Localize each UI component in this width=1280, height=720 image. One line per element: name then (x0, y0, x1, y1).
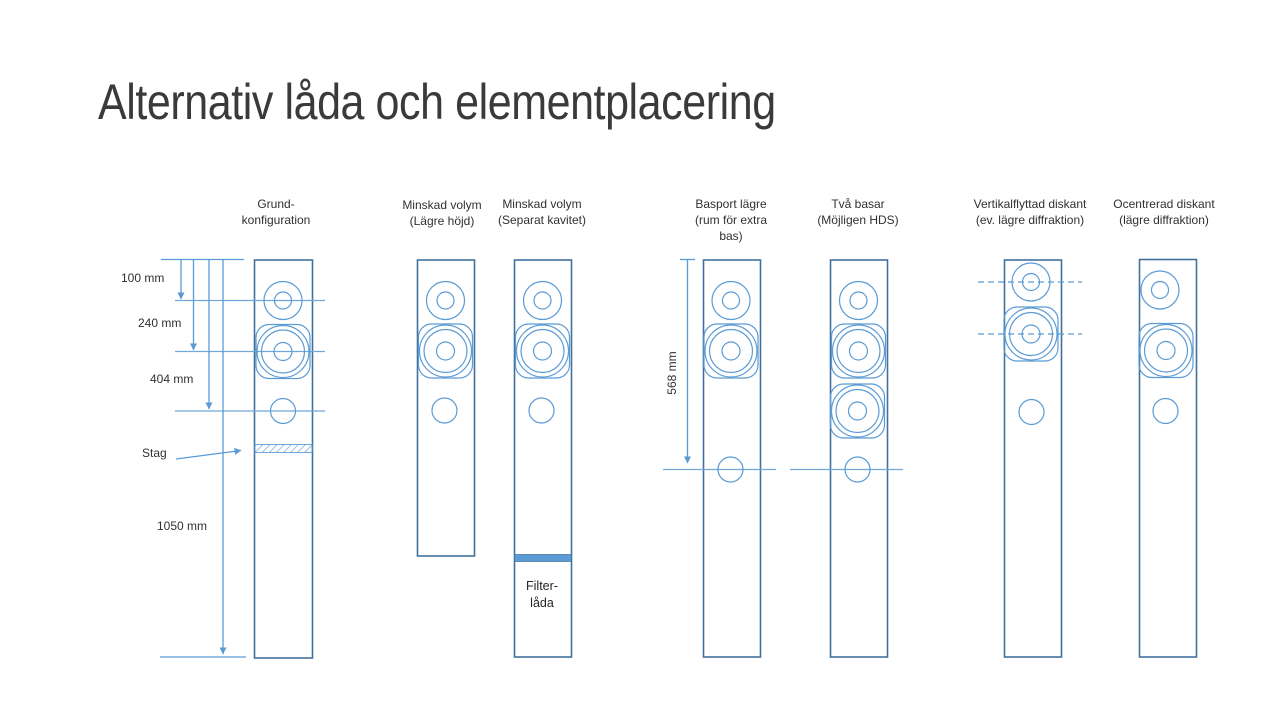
caption-grund-konfiguration: Grund- konfiguration (241, 197, 311, 227)
dimension-label-1050mm: 1050 mm (157, 519, 208, 533)
caption-tva-basar: Två basar (Möjligen HDS) (817, 197, 899, 227)
filter-divider-bar (514, 554, 572, 562)
cabinet-outline (416, 259, 476, 557)
caption-minskad-volym-lagre-hojd: Minskad volym (Lägre höjd) (402, 198, 482, 228)
dimension-label-568mm: 568 mm (665, 351, 679, 395)
diagram-minskad-volym-lagre-hojd (416, 259, 476, 557)
cabinet-outline (702, 259, 762, 658)
dimension-lines (680, 258, 695, 464)
dimension-label-240mm: 240 mm (138, 316, 182, 330)
brace-strip (254, 444, 313, 453)
stag-leader-arrow (175, 447, 242, 460)
dimension-label-404mm: 404 mm (150, 372, 194, 386)
dimension-label-stag: Stag (142, 446, 167, 460)
driver-guide-lines (175, 299, 325, 412)
cabinet-outline (513, 259, 573, 658)
diagram-grund-konfiguration (160, 258, 325, 659)
caption-ocentrerad-diskant: Ocentrerad diskant (lägre diffraktion) (1113, 197, 1215, 227)
cabinet-outline (1003, 259, 1063, 658)
diagram-minskad-volym-separat-kavitet (513, 259, 573, 658)
caption-minskad-volym-separat-kavitet: Minskad volym (Separat kavitet) (497, 197, 587, 227)
diagram-vertikalflyttad-diskant (978, 259, 1082, 658)
slide-title: Alternativ låda och elementplacering (98, 74, 776, 130)
filter-box-label: Filter- låda (526, 579, 558, 610)
diagram-basport-lagre (663, 258, 776, 658)
caption-vertikalflyttad-diskant: Vertikalflyttad diskant (ev. lägre diffr… (973, 197, 1087, 227)
caption-basport-lagre: Basport lägre (rum för extra bas) (694, 197, 767, 243)
shifted-position-dashed-lines (978, 281, 1082, 335)
diagram-ocentrerad-diskant (1138, 258, 1198, 658)
cabinet-outline (1138, 258, 1198, 658)
cabinet-outline (829, 259, 889, 658)
dimension-label-100mm: 100 mm (121, 271, 165, 285)
diagram-tva-basar (790, 259, 903, 658)
dimension-lines (160, 258, 246, 658)
